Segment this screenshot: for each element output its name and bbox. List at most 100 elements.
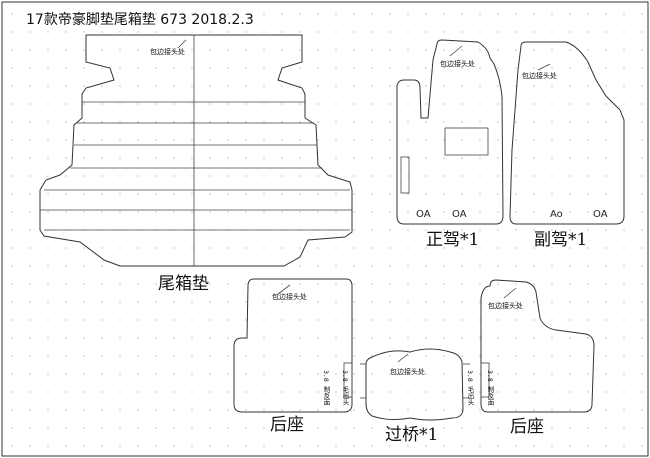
grid-dot: [443, 229, 445, 231]
grid-dot: [83, 193, 85, 195]
grid-dot: [443, 85, 445, 87]
grid-dot: [479, 175, 481, 177]
grid-dot: [317, 247, 319, 249]
grid-dot: [155, 283, 157, 285]
passenger-mat-outline: [509, 41, 625, 225]
grid-dot: [443, 13, 445, 15]
grid-dot: [191, 175, 193, 177]
grid-dot: [443, 211, 445, 213]
passenger-mark-1: Ao: [550, 209, 563, 220]
grid-dot: [353, 319, 355, 321]
diagram-title: 17款帝豪脚垫尾箱垫 673 2018.2.3: [26, 12, 254, 28]
grid-dot: [569, 121, 571, 123]
grid-dot: [47, 283, 49, 285]
grid-dot: [497, 67, 499, 69]
grid-dot: [353, 265, 355, 267]
grid-dot: [425, 409, 427, 411]
grid-dot: [29, 121, 31, 123]
grid-dot: [479, 373, 481, 375]
grid-dot: [587, 67, 589, 69]
grid-dot: [497, 337, 499, 339]
grid-dot: [407, 31, 409, 33]
grid-dot: [137, 103, 139, 105]
grid-dot: [569, 427, 571, 429]
grid-dot: [407, 103, 409, 105]
grid-dot: [245, 103, 247, 105]
grid-dot: [389, 31, 391, 33]
grid-dot: [407, 247, 409, 249]
grid-dot: [245, 409, 247, 411]
grid-dot: [173, 175, 175, 177]
grid-dot: [407, 427, 409, 429]
grid-dot: [389, 85, 391, 87]
grid-dot: [155, 337, 157, 339]
driver-mat-outline: [396, 39, 504, 225]
grid-dot: [497, 139, 499, 141]
grid-dot: [551, 175, 553, 177]
grid-dot: [101, 373, 103, 375]
grid-dot: [479, 49, 481, 51]
grid-dot: [605, 283, 607, 285]
grid-dot: [515, 301, 517, 303]
grid-dot: [425, 13, 427, 15]
grid-dot: [515, 319, 517, 321]
trunk-mat: 包边接头处 尾箱垫: [39, 34, 353, 294]
grid-dot: [371, 139, 373, 141]
grid-dot: [245, 85, 247, 87]
grid-dot: [173, 121, 175, 123]
grid-dot: [173, 247, 175, 249]
passenger-note-pointer: [537, 63, 551, 71]
grid-dot: [461, 409, 463, 411]
grid-dot: [533, 67, 535, 69]
grid-dot: [137, 67, 139, 69]
grid-dot: [137, 31, 139, 33]
grid-dot: [299, 31, 301, 33]
grid-dot: [569, 139, 571, 141]
grid-dot: [65, 175, 67, 177]
grid-dot: [605, 175, 607, 177]
grid-dot: [335, 247, 337, 249]
grid-dot: [245, 121, 247, 123]
grid-dot: [101, 409, 103, 411]
grid-dot: [119, 247, 121, 249]
grid-dot: [11, 157, 13, 159]
grid-dot: [443, 373, 445, 375]
grid-dot: [299, 373, 301, 375]
grid-dot: [497, 193, 499, 195]
rear-right-note-pointer: [503, 287, 517, 299]
grid-dot: [11, 85, 13, 87]
grid-dot: [209, 13, 211, 15]
grid-dot: [353, 355, 355, 357]
grid-dot: [173, 409, 175, 411]
grid-dot: [155, 211, 157, 213]
grid-dot: [371, 391, 373, 393]
grid-dot: [497, 85, 499, 87]
grid-dot: [371, 175, 373, 177]
grid-dot: [155, 157, 157, 159]
grid-dot: [29, 373, 31, 375]
grid-dot: [587, 355, 589, 357]
grid-dot: [479, 355, 481, 357]
grid-dot: [479, 67, 481, 69]
grid-dot: [29, 49, 31, 51]
grid-dot: [29, 193, 31, 195]
grid-dot: [11, 283, 13, 285]
grid-dot: [479, 193, 481, 195]
grid-dot: [407, 121, 409, 123]
grid-dot: [119, 103, 121, 105]
grid-dot: [479, 31, 481, 33]
grid-dot: [263, 427, 265, 429]
grid-dot: [605, 247, 607, 249]
grid-dot: [173, 301, 175, 303]
grid-dot: [641, 139, 643, 141]
grid-dot: [605, 265, 607, 267]
trunk-mat-outline: [39, 34, 353, 267]
grid-dot: [641, 355, 643, 357]
grid-dot: [101, 49, 103, 51]
grid-dot: [281, 409, 283, 411]
grid-dot: [101, 121, 103, 123]
grid-dot: [335, 85, 337, 87]
grid-dot: [515, 229, 517, 231]
grid-dot: [425, 355, 427, 357]
grid-dot: [605, 193, 607, 195]
